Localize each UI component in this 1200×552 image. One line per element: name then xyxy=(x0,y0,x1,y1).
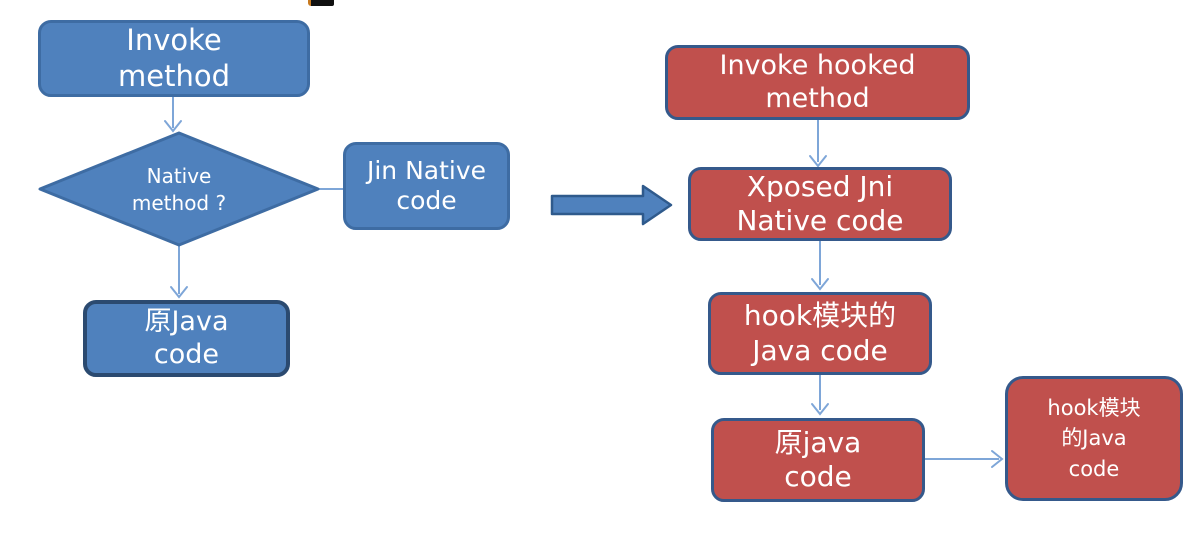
node-jin-native-code-label: Jin Native code xyxy=(366,155,487,216)
node-xposed-jni-native-code-label: Xposed Jni Native code xyxy=(736,169,904,237)
node-xposed-jni-native-code: Xposed Jni Native code xyxy=(688,167,952,241)
decision-diamond-native-method xyxy=(38,131,320,247)
node-invoke-hooked-method-label: Invoke hooked method xyxy=(719,49,916,114)
big-transform-arrow xyxy=(550,184,673,226)
node-invoke-hooked-method: Invoke hooked method xyxy=(665,45,970,120)
node-invoke-method-label: Invoke method xyxy=(118,23,230,93)
node-native-method-decision-label: Native method ? xyxy=(131,164,227,215)
node-jin-native-code: Jin Native code xyxy=(343,142,510,230)
node-original-java-code-left-label: 原Java code xyxy=(144,305,229,370)
node-hook-module-java-code-label: hook模块的 Java code xyxy=(743,299,897,367)
arrowhead-xposed-to-hookmodule xyxy=(811,278,829,291)
node-hook-module-java-code-side-label: hook模块 的Java code xyxy=(1047,395,1141,481)
node-original-java-code-right-label: 原java code xyxy=(774,425,862,493)
arrowhead-hooked-to-xposed xyxy=(809,155,827,168)
node-original-java-code-right: 原java code xyxy=(711,418,925,502)
node-hook-module-java-code: hook模块的 Java code xyxy=(708,292,932,375)
node-original-java-code-left: 原Java code xyxy=(83,300,290,377)
arrowhead-invoke-to-diamond xyxy=(164,120,182,133)
arrowhead-diamond-to-original xyxy=(170,286,188,299)
arrowhead-original-to-side xyxy=(991,450,1004,468)
node-invoke-method: Invoke method xyxy=(38,20,310,97)
cropped-title-fragment xyxy=(308,0,334,6)
arrowhead-hookmodule-to-original xyxy=(811,403,829,416)
node-hook-module-java-code-side: hook模块 的Java code xyxy=(1005,376,1183,501)
